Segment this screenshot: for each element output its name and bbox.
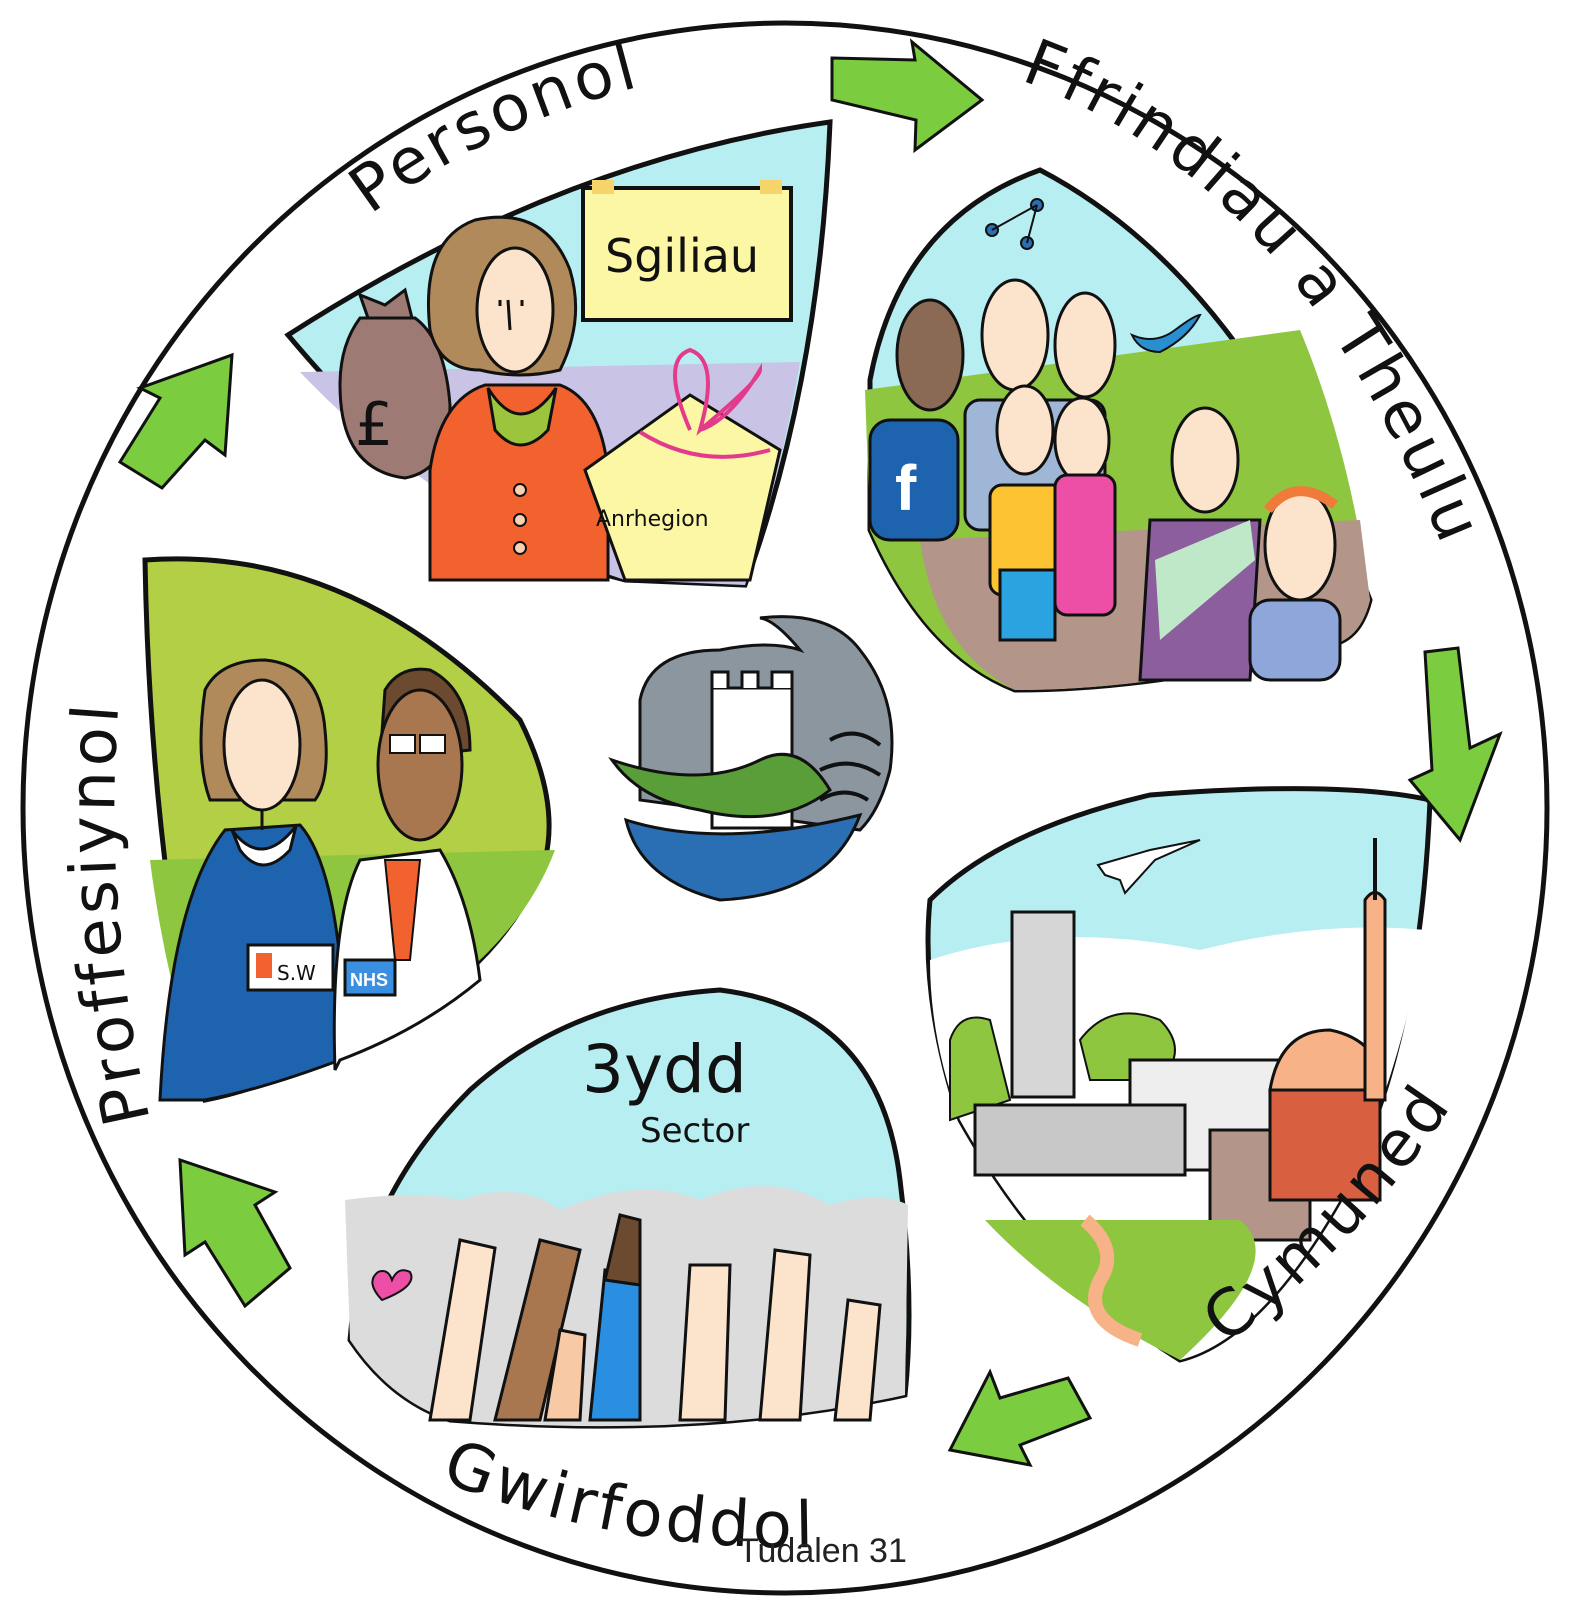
arrow-icon	[178, 1157, 292, 1309]
airplane-icon	[1096, 839, 1201, 895]
twitter-bird-icon	[1129, 313, 1202, 354]
facebook-icon: f	[895, 452, 917, 524]
page-number: Tudalen 31	[738, 1532, 907, 1570]
heart-icon	[371, 1269, 413, 1302]
proffesiynol-panel: S.W NHS	[142, 556, 555, 1103]
center-logo	[608, 615, 894, 902]
arrow-icon	[830, 38, 985, 154]
network-icon	[985, 198, 1044, 250]
sgiliau-sign-text: Sgiliau	[605, 229, 759, 283]
cymuned-panel	[925, 786, 1433, 1363]
gwirfoddol-panel: 3ydd Sector	[345, 987, 912, 1429]
gwirfoddol-heading: 3ydd	[582, 1031, 747, 1108]
sw-badge-label: S.W	[277, 961, 316, 985]
arrow-icon	[1407, 646, 1503, 843]
gwirfoddol-subheading: Sector	[640, 1111, 749, 1151]
ffrindiau-panel: f	[865, 167, 1373, 693]
anrhegion-gift-label: Anrhegion	[596, 507, 709, 532]
pound-sign-icon: £	[355, 390, 393, 460]
nhs-badge-label: NHS	[350, 970, 388, 990]
personol-panel: £ Sgiliau Anrhegion	[284, 119, 833, 588]
arrow-icon	[117, 352, 234, 490]
arrow-icon	[947, 1368, 1093, 1468]
